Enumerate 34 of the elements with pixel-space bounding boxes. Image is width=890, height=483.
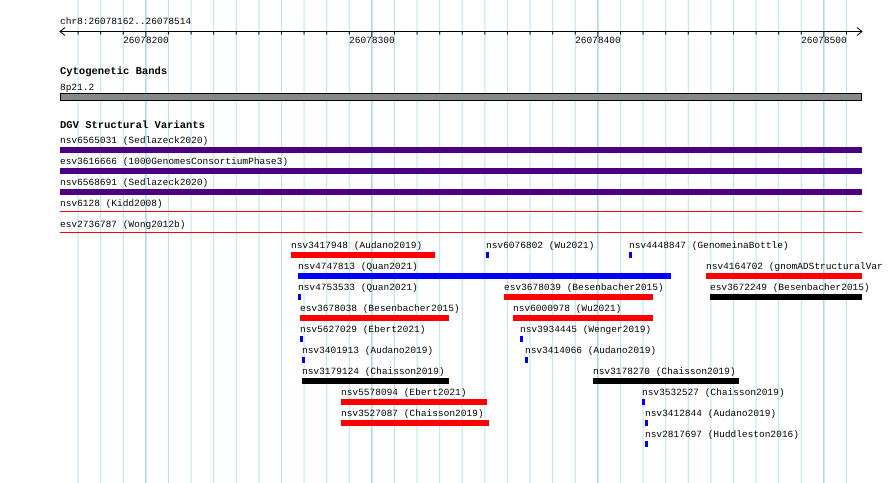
variant-label: esv3616666 (1000GenomesConsortiumPhase3) xyxy=(60,156,288,167)
variant-label: nsv3934445 (Wenger2019) xyxy=(520,324,652,335)
variant-label: esv3672249 (Besenbacher2015) xyxy=(710,282,870,293)
variant-label: nsv3401913 (Audano2019) xyxy=(302,345,434,356)
variant-label: nsv4448847 (GenomeinaBottle) xyxy=(629,240,789,251)
variant-label: esv3678038 (Besenbacher2015) xyxy=(300,303,460,314)
variant-label: nsv3417948 (Audano2019) xyxy=(291,240,422,251)
variant-label: nsv4747813 (Quan2021) xyxy=(298,261,418,272)
variant-label: nsv3179124 (Chaisson2019) xyxy=(302,366,445,377)
tick-label: 26078500 xyxy=(801,35,847,46)
variant-label: nsv6128 (Kidd2008) xyxy=(60,198,163,209)
track-title: Cytogenetic Bands xyxy=(60,67,168,78)
variant-label: nsv4753533 (Quan2021) xyxy=(298,282,418,293)
variant-label: nsv6565031 (Sedlazeck2020) xyxy=(60,135,208,146)
tick-label: 26078200 xyxy=(123,35,169,46)
variant-label: nsv3412844 (Audano2019) xyxy=(645,408,776,419)
tick-label: 26078300 xyxy=(349,35,395,46)
variant-label: nsv3532527 (Chaisson2019) xyxy=(642,387,785,398)
variant-label: nsv6076802 (Wu2021) xyxy=(486,240,594,251)
variant-label: nsv3414066 (Audano2019) xyxy=(525,345,656,356)
variant-label: nsv6000978 (Wu2021) xyxy=(513,303,622,314)
locus-label: chr8:26078162..26078514 xyxy=(60,16,192,27)
band-label: 8p21.2 xyxy=(60,82,94,93)
variant-label: nsv5578094 (Ebert2021) xyxy=(341,387,466,398)
track-title: DGV Structural Variants xyxy=(60,121,205,132)
variant-label: esv2736787 (Wong2012b) xyxy=(60,219,186,230)
variant-label: esv3678039 (Besenbacher2015) xyxy=(504,282,664,293)
variant-label: nsv2817697 (Huddleston2016) xyxy=(645,429,799,440)
variant-label: nsv3178270 (Chaisson2019) xyxy=(593,366,736,377)
variant-label: nsv3527087 (Chaisson2019) xyxy=(341,408,484,419)
variant-label: nsv5627029 (Ebert2021) xyxy=(300,324,426,335)
variant-label: nsv6568691 (Sedlazeck2020) xyxy=(60,177,208,188)
variant-label: nsv4164702 (gnomADStructuralVar xyxy=(706,261,883,272)
tick-label: 26078400 xyxy=(575,35,621,46)
